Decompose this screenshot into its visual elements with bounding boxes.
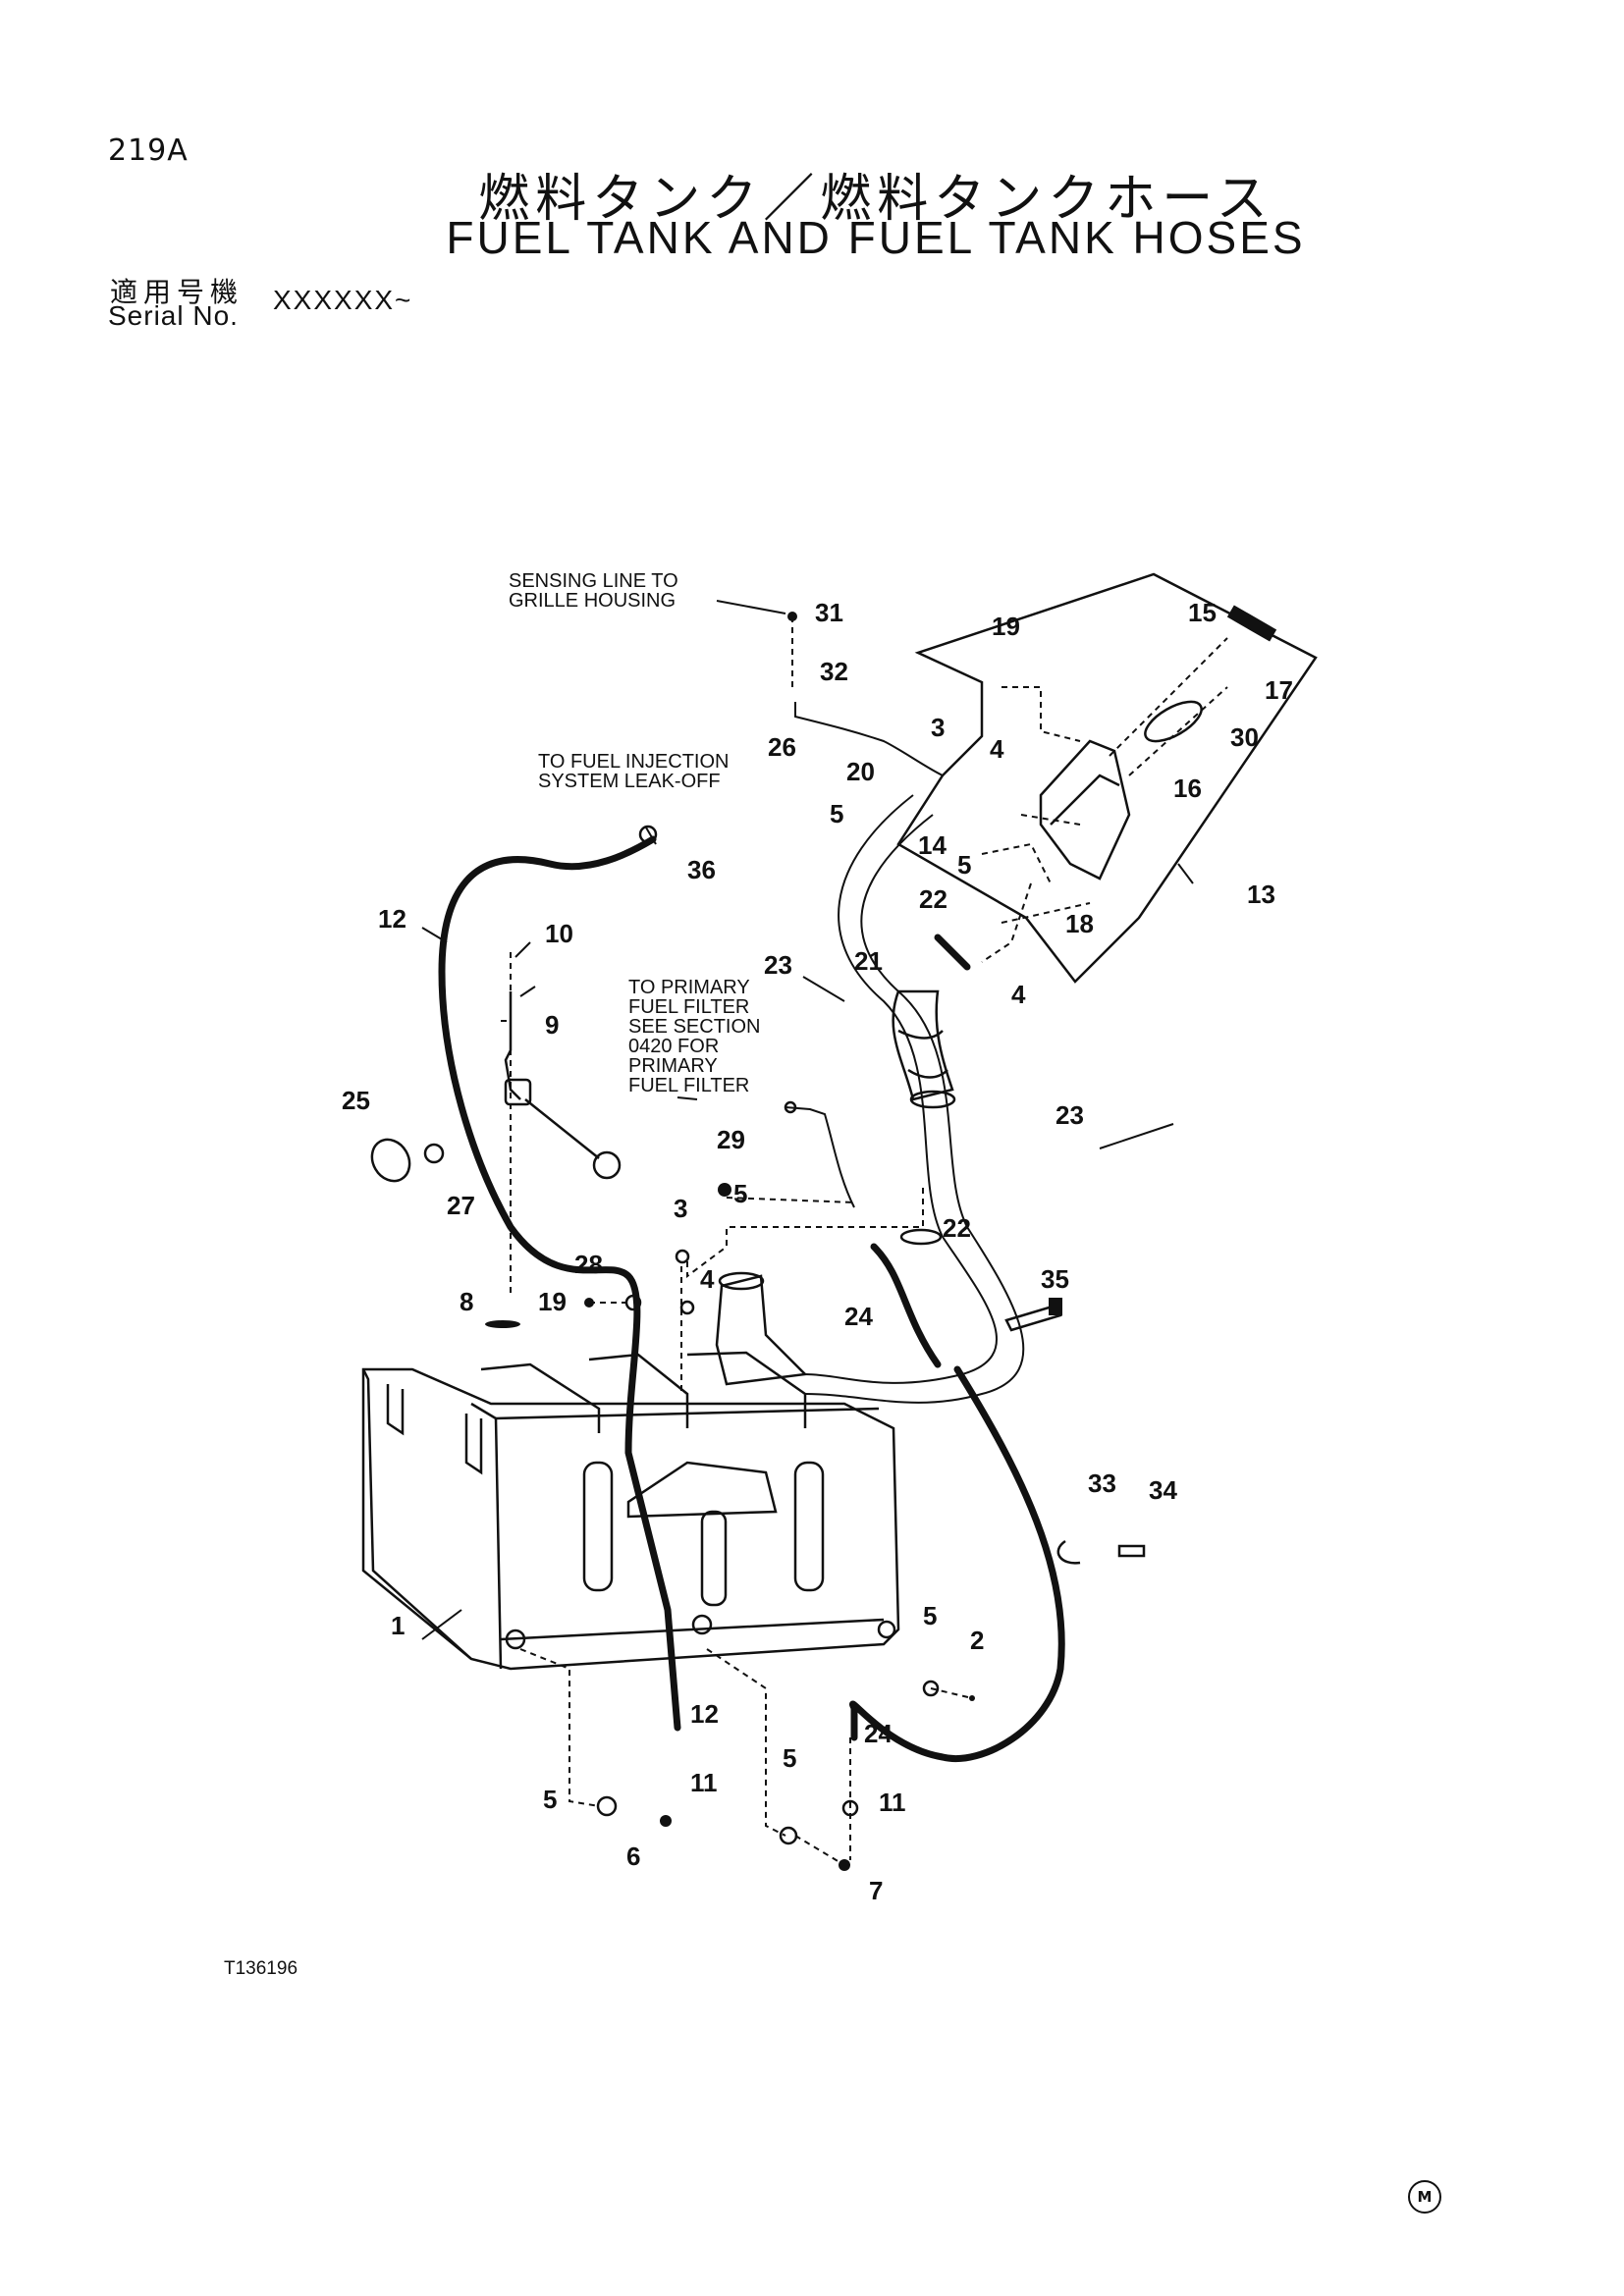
note-primary-filter-2: FUEL FILTER [628, 996, 749, 1018]
callout-20: 20 [846, 757, 875, 786]
callout-17: 17 [1265, 675, 1293, 705]
callout-5-top-left: 5 [830, 799, 843, 828]
note-sensing-line-2: GRILLE HOUSING [509, 590, 676, 612]
callout-24-top: 24 [844, 1302, 873, 1331]
callout-19-top: 19 [992, 612, 1020, 641]
callout-19-mid: 19 [538, 1287, 567, 1316]
callout-16: 16 [1173, 774, 1202, 803]
callout-3-mid: 3 [674, 1194, 687, 1223]
serial-value: XXXXXX~ [273, 285, 413, 315]
fuel-tank-body [361, 1271, 900, 1671]
title-japanese: 燃料タンク／燃料タンクホース [478, 170, 1273, 229]
note-primary-filter-4: 0420 FOR [628, 1036, 719, 1057]
callout-2: 2 [970, 1626, 984, 1655]
page-number: 219A [108, 133, 189, 168]
callout-11-right: 11 [879, 1788, 906, 1817]
callout-1: 1 [391, 1611, 405, 1640]
note-primary-filter-6: FUEL FILTER [628, 1075, 749, 1096]
title-english: FUEL TANK AND FUEL TANK HOSES [446, 212, 1306, 263]
callout-12-bottom: 12 [690, 1699, 719, 1729]
callout-10: 10 [545, 919, 573, 948]
callout-5-bottom-right: 5 [783, 1743, 796, 1773]
callout-31: 31 [815, 598, 843, 627]
callout-23-right: 23 [1056, 1100, 1084, 1130]
callout-3-top: 3 [931, 713, 945, 742]
callout-4-low: 4 [700, 1264, 715, 1294]
callout-35: 35 [1041, 1264, 1069, 1294]
callout-21: 21 [854, 946, 883, 976]
callout-14: 14 [918, 830, 947, 860]
callout-9: 9 [545, 1010, 559, 1040]
note-sensing-line-1: SENSING LINE TO [509, 570, 678, 592]
callout-11-left: 11 [690, 1768, 718, 1797]
callout-5-mid: 5 [733, 1179, 747, 1208]
callout-4-top: 4 [990, 734, 1004, 764]
callout-22-bottom: 22 [943, 1213, 971, 1243]
callout-15: 15 [1188, 598, 1217, 627]
serial-label-japanese: 適用号機 [110, 276, 244, 308]
annotation-notes: SENSING LINE TO GRILLE HOUSING TO FUEL I… [509, 570, 760, 1096]
callout-27: 27 [447, 1191, 475, 1220]
callout-5-bottom-left: 5 [543, 1785, 557, 1814]
callout-7: 7 [869, 1876, 883, 1905]
callout-8: 8 [460, 1287, 473, 1316]
callout-5-tank-right: 5 [923, 1601, 937, 1630]
callout-22-top: 22 [919, 884, 947, 914]
circled-m-mark: M [1408, 2180, 1441, 2214]
fittings [370, 612, 1146, 1871]
callout-26: 26 [768, 732, 796, 762]
note-injection-1: TO FUEL INJECTION [538, 751, 729, 773]
callout-34: 34 [1149, 1475, 1177, 1505]
filler-bracket-assembly [896, 572, 1318, 984]
fuel-hoses [438, 702, 1065, 1762]
callout-29: 29 [717, 1125, 745, 1154]
part-callouts: 31 32 26 19 15 17 30 16 13 3 4 20 5 14 5… [342, 598, 1293, 1905]
note-injection-2: SYSTEM LEAK-OFF [538, 771, 721, 792]
serial-label-english: Serial No. [108, 300, 239, 331]
callout-28: 28 [574, 1250, 603, 1279]
callout-12-top: 12 [378, 904, 406, 934]
callout-32: 32 [820, 657, 848, 686]
drawing-number: T136196 [224, 1958, 298, 1979]
callout-30: 30 [1230, 722, 1259, 752]
callout-6: 6 [626, 1842, 640, 1871]
callout-36: 36 [687, 855, 716, 884]
callout-5-top-right: 5 [957, 850, 971, 880]
fuel-sender-unit [504, 991, 622, 1180]
note-primary-filter-5: PRIMARY [628, 1055, 718, 1077]
callout-4-mid: 4 [1011, 980, 1026, 1009]
callout-33: 33 [1088, 1468, 1116, 1498]
callout-25: 25 [342, 1086, 370, 1115]
leader-lines [421, 600, 1194, 1640]
note-primary-filter-1: TO PRIMARY [628, 977, 750, 998]
note-primary-filter-3: SEE SECTION [628, 1016, 760, 1038]
callout-13: 13 [1247, 880, 1275, 909]
callout-18: 18 [1065, 909, 1094, 938]
callout-23-left: 23 [764, 950, 792, 980]
callout-24-bottom: 24 [864, 1719, 893, 1748]
